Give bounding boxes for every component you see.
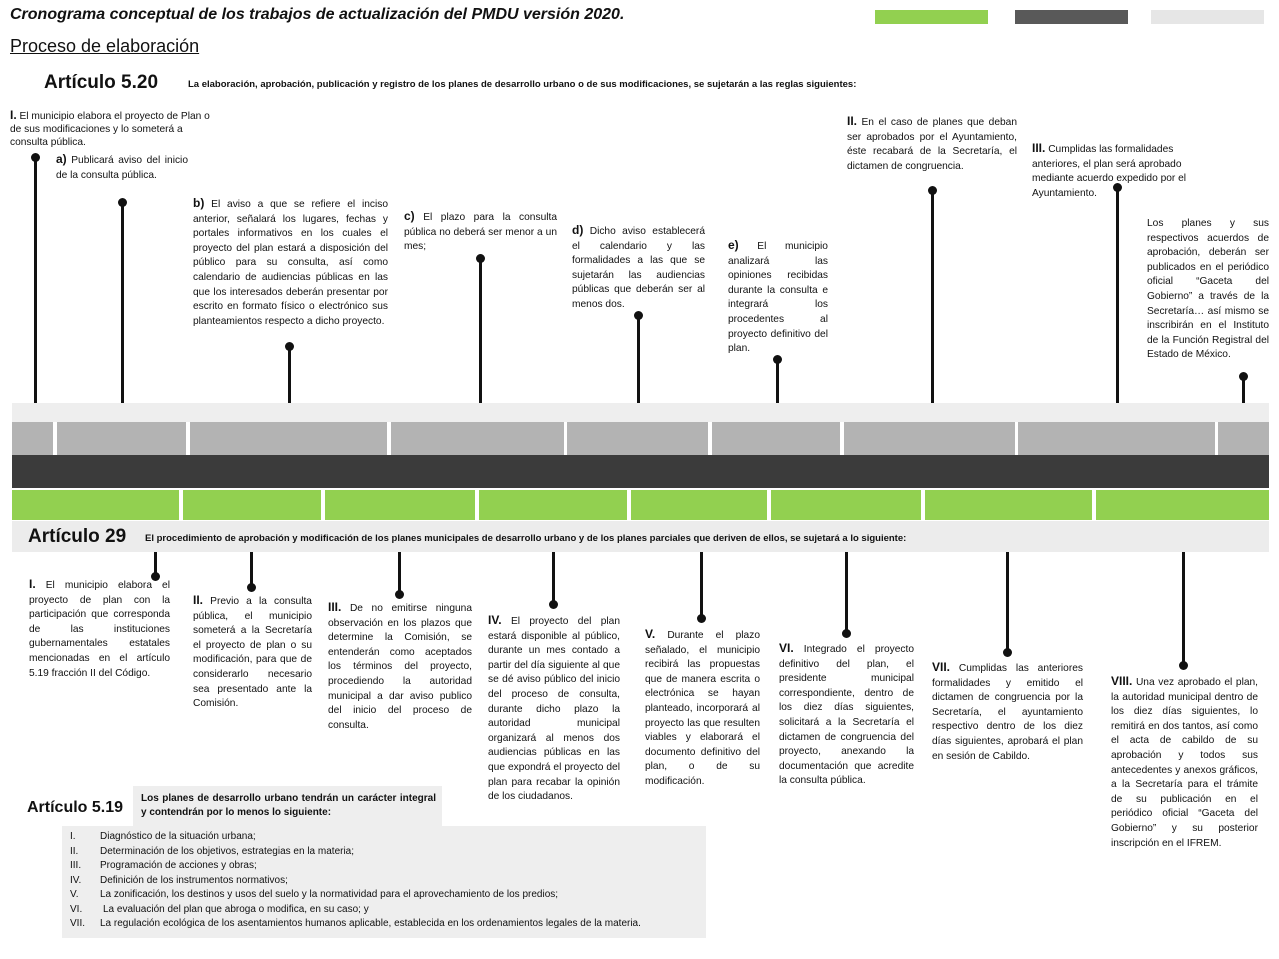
art519-item-num: IV. [70,875,82,886]
art519-item-text: Definición de los instrumentos normativo… [100,875,288,886]
timeline-gray-segment [12,422,53,455]
dot-art29-IV [549,600,558,609]
art519-item-text: Programación de acciones y obras; [100,860,257,871]
dot-art520-e [773,355,782,364]
dot-art29-VII [1003,648,1012,657]
stem-art29-III [398,552,401,594]
dot-art29-II [247,583,256,592]
stem-art520-I [34,158,37,455]
timeline-top-band [12,403,1269,422]
art519-item-num: II. [70,846,79,857]
timeline-green-segment [1096,490,1269,520]
timeline-gray-segment [1218,422,1269,455]
art519-item-num: I. [70,831,76,842]
stem-art520-b [288,347,291,455]
timeline-gray-segment [712,422,840,455]
art519-description-box [133,786,442,826]
timeline-gray-segment [57,422,186,455]
art520-item-II: II. En el caso de planes que deban ser a… [847,114,1017,172]
dot-art520-d [634,311,643,320]
legend-dark-swatch [1015,10,1128,24]
art29-item-VIII: VIII. Una vez aprobado el plan, la autor… [1111,674,1258,849]
art519-item-text: Determinación de los objetivos, estrateg… [100,846,355,857]
timeline-green-segment [183,490,321,520]
timeline-green-segment [925,490,1092,520]
art519-item-num: VII. [70,918,86,929]
art519-item-num: VI. [70,904,83,915]
timeline-gray-segment [190,422,387,455]
art520-item-e: e) El municipio analizará las opiniones … [728,238,828,355]
stem-art520-d [637,316,640,455]
dot-art520-a [118,198,127,207]
art29-header-band [12,521,1269,552]
stem-art29-IV [552,552,555,605]
stem-art520-c [479,259,482,455]
stem-art520-III [1116,188,1119,455]
timeline-dark-bar [12,455,1269,488]
art29-item-III: III. De no emitirse ninguna observación … [328,600,472,731]
art519-item-num: V. [70,889,79,900]
dot-art520-b [285,342,294,351]
art519-description: Los planes de desarrollo urbano tendrán … [141,793,436,818]
timeline-gray-segment [844,422,1015,455]
art29-item-VI: VI. Integrado el proyecto definitivo del… [779,641,914,787]
art29-description: El procedimiento de aprobación y modific… [145,533,907,544]
stem-art29-VI [845,552,848,634]
art29-item-IV: IV. El proyecto del plan estará disponib… [488,613,620,803]
legend-green-swatch [875,10,988,24]
art520-item-a: a) Publicará aviso del inicio de la cons… [56,152,188,181]
art519-item-text: La evaluación del plan que abroga o modi… [103,904,369,915]
dot-art520-III [1113,183,1122,192]
art29-item-VII: VII. Cumplidas las anteriores formalidad… [932,660,1083,762]
art520-item-b: b) El aviso a que se refiere el inciso a… [193,196,388,327]
stem-art29-I [154,552,157,575]
dot-art29-VIII [1179,661,1188,670]
timeline-gray-segment [567,422,708,455]
art519-item-text: Diagnóstico de la situación urbana; [100,831,256,842]
art519-item-text: La zonificación, los destinos y usos del… [100,889,559,900]
dot-art29-III [395,590,404,599]
art29-item-I: I. El municipio elabora el proyecto de p… [29,577,170,679]
art29-item-V: V. Durante el plazo señalado, el municip… [645,627,760,787]
timeline-gray-segment [1018,422,1215,455]
timeline-green-segment [771,490,921,520]
dot-art520-c [476,254,485,263]
stem-art29-VII [1006,552,1009,653]
dot-art520-II [928,186,937,195]
art520-item-I: I. El municipio elabora el proyecto de P… [10,108,210,149]
art29-item-II: II. Previo a la consulta pública, el mun… [193,593,312,710]
dot-art520-publication [1239,372,1248,381]
stem-art520-a [121,203,124,455]
timeline-gray-segment [391,422,564,455]
art29-heading: Artículo 29 [28,526,127,547]
dot-art520-I [31,153,40,162]
art519-heading: Artículo 5.19 [27,799,124,816]
art520-item-III: III. Cumplidas las formalidades anterior… [1032,141,1187,199]
art519-item-text: La regulación ecológica de los asentamie… [100,918,641,929]
art520-item-d: d) Dicho aviso establecerá el calendario… [572,223,705,310]
art520-heading: Artículo 5.20 [44,72,159,93]
timeline-green-segment [325,490,475,520]
timeline-green-segment [12,490,179,520]
timeline-green-segment [479,490,627,520]
stem-art29-V [700,552,703,619]
dot-art29-VI [842,629,851,638]
art520-description: La elaboración, aprobación, publicación … [188,79,857,90]
page-title: Cronograma conceptual de los trabajos de… [10,6,625,23]
stem-art29-VIII [1182,552,1185,666]
dot-art29-V [697,614,706,623]
art520-item-publication: Los planes y sus respectivos acuerdos de… [1147,218,1269,361]
legend-light-swatch [1151,10,1264,24]
art519-list-box [62,826,706,938]
stem-art29-II [250,552,253,588]
art520-item-c: c) El plazo para la consulta pública no … [404,209,557,253]
section-subtitle: Proceso de elaboración [10,36,200,56]
dot-art29-I [151,572,160,581]
art519-item-num: III. [70,860,82,871]
timeline-green-segment [631,490,767,520]
stem-art520-II [931,191,934,455]
